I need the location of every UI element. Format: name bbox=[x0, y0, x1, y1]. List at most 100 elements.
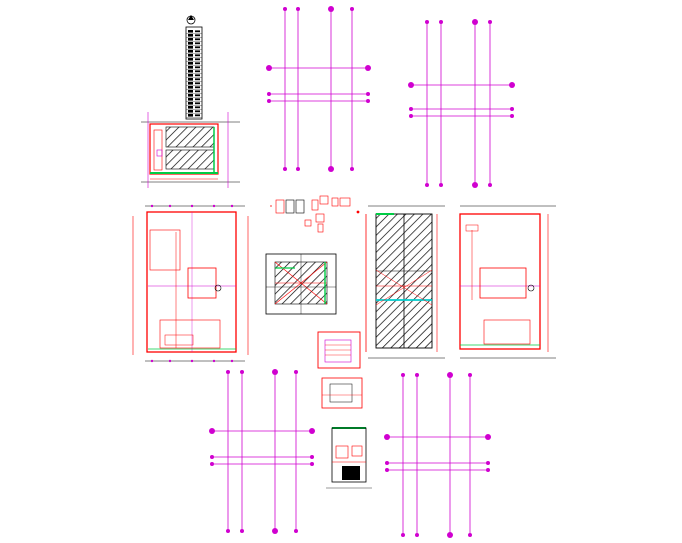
grid-bubble bbox=[425, 183, 429, 187]
legend-row-text-mark bbox=[195, 58, 200, 61]
grid-bubble bbox=[266, 65, 272, 71]
legend-row-swatch bbox=[188, 74, 193, 77]
legend-row-swatch bbox=[188, 70, 193, 73]
legend-row-text-mark bbox=[195, 70, 200, 73]
legend-row-swatch bbox=[188, 82, 193, 85]
dimension-tick bbox=[230, 204, 234, 208]
grid-bubble bbox=[409, 107, 413, 111]
grid-bubble bbox=[385, 468, 389, 472]
dimension-tick bbox=[212, 204, 216, 208]
elevation-top-left bbox=[141, 112, 240, 188]
legend-row-swatch bbox=[188, 42, 193, 45]
grid-bubble bbox=[439, 20, 443, 24]
grid-bubble bbox=[447, 372, 453, 378]
legend-row-text-mark bbox=[195, 62, 200, 65]
legend-row-swatch bbox=[188, 110, 193, 113]
grid-bubble bbox=[472, 19, 478, 25]
legend-row-swatch bbox=[188, 102, 193, 105]
legend-row-text-mark bbox=[195, 114, 200, 117]
grid-bubble bbox=[226, 370, 230, 374]
grid-bubble bbox=[384, 434, 390, 440]
legend-row-swatch bbox=[188, 62, 193, 65]
legend-table bbox=[185, 15, 203, 120]
dimension-tick bbox=[150, 204, 154, 208]
grid-bubble bbox=[366, 99, 370, 103]
grid-bubble bbox=[485, 434, 491, 440]
grid-bubble bbox=[385, 461, 389, 465]
legend-row-swatch bbox=[188, 34, 193, 37]
legend-row-text-mark bbox=[195, 106, 200, 109]
plan-left-outline bbox=[146, 211, 237, 353]
grid-bubble bbox=[209, 428, 215, 434]
grid-bubble bbox=[294, 370, 298, 374]
legend-row-swatch bbox=[188, 58, 193, 61]
legend-row-text-mark bbox=[195, 82, 200, 85]
legend-row-text-mark bbox=[195, 94, 200, 97]
elevation-hatched-panel-lower bbox=[165, 149, 215, 170]
grid-bubble bbox=[328, 6, 334, 12]
grid-bubble bbox=[226, 529, 230, 533]
plan-left-dimension-ticks bbox=[150, 204, 234, 363]
grid-bubble bbox=[510, 107, 514, 111]
grid-bubble bbox=[210, 455, 214, 459]
grid-bubble bbox=[468, 533, 472, 537]
detail-block-center bbox=[265, 253, 337, 315]
legend-row-swatch bbox=[188, 30, 193, 33]
grid-bubble bbox=[267, 99, 271, 103]
plan-right bbox=[459, 205, 556, 359]
legend-row-swatch bbox=[188, 86, 193, 89]
legend-row-swatch bbox=[188, 94, 193, 97]
grid-bubble bbox=[240, 529, 244, 533]
grid-bubble bbox=[401, 373, 405, 377]
legend-row-text-mark bbox=[195, 46, 200, 49]
grid-bubble bbox=[309, 428, 315, 434]
grid-bubble bbox=[310, 455, 314, 459]
legend-row-swatch bbox=[188, 38, 193, 41]
grid-bubble bbox=[294, 529, 298, 533]
grid-top-right bbox=[408, 19, 515, 188]
legend-row-text-mark bbox=[195, 30, 200, 33]
legend-row-text-mark bbox=[195, 74, 200, 77]
stair-detail bbox=[317, 331, 363, 409]
legend-row-swatch bbox=[188, 114, 193, 117]
small-plan-bottom bbox=[326, 427, 372, 489]
plan-center-hatched bbox=[365, 205, 445, 359]
legend-row-text-mark bbox=[195, 78, 200, 81]
grid-bubble bbox=[296, 7, 300, 11]
legend-row-swatch bbox=[188, 90, 193, 93]
grid-bubble bbox=[366, 92, 370, 96]
grid-bubble bbox=[210, 462, 214, 466]
legend-row-swatch bbox=[188, 66, 193, 69]
grid-bubble bbox=[415, 373, 419, 377]
legend-row-text-mark bbox=[195, 66, 200, 69]
grid-bottom-left bbox=[209, 369, 315, 534]
legend-row-swatch bbox=[188, 98, 193, 101]
dimension-tick bbox=[212, 359, 216, 363]
legend-row-swatch bbox=[188, 50, 193, 53]
dimension-tick bbox=[230, 359, 234, 363]
grid-bubble bbox=[283, 167, 287, 171]
grid-bubble bbox=[272, 369, 278, 375]
grid-bubble bbox=[310, 462, 314, 466]
legend-row-text-mark bbox=[195, 86, 200, 89]
detail-symbols-cluster bbox=[270, 195, 360, 233]
small-plan-black-fill bbox=[342, 466, 360, 480]
grid-bottom-right bbox=[384, 372, 491, 538]
legend-row-text-mark bbox=[195, 38, 200, 41]
legend-row-text-mark bbox=[195, 110, 200, 113]
grid-bubble bbox=[510, 114, 514, 118]
grid-bubble bbox=[447, 532, 453, 538]
legend-row-text-mark bbox=[195, 90, 200, 93]
grid-bubble bbox=[350, 167, 354, 171]
dimension-tick bbox=[190, 204, 194, 208]
legend-row-text-mark bbox=[195, 54, 200, 57]
plan-right-outline bbox=[459, 213, 541, 350]
grid-bubble bbox=[328, 166, 334, 172]
grid-bubble bbox=[240, 370, 244, 374]
dimension-tick bbox=[190, 359, 194, 363]
grid-bubble bbox=[283, 7, 287, 11]
grid-bubble bbox=[468, 373, 472, 377]
legend-row-swatch bbox=[188, 54, 193, 57]
legend-row-text-mark bbox=[195, 34, 200, 37]
